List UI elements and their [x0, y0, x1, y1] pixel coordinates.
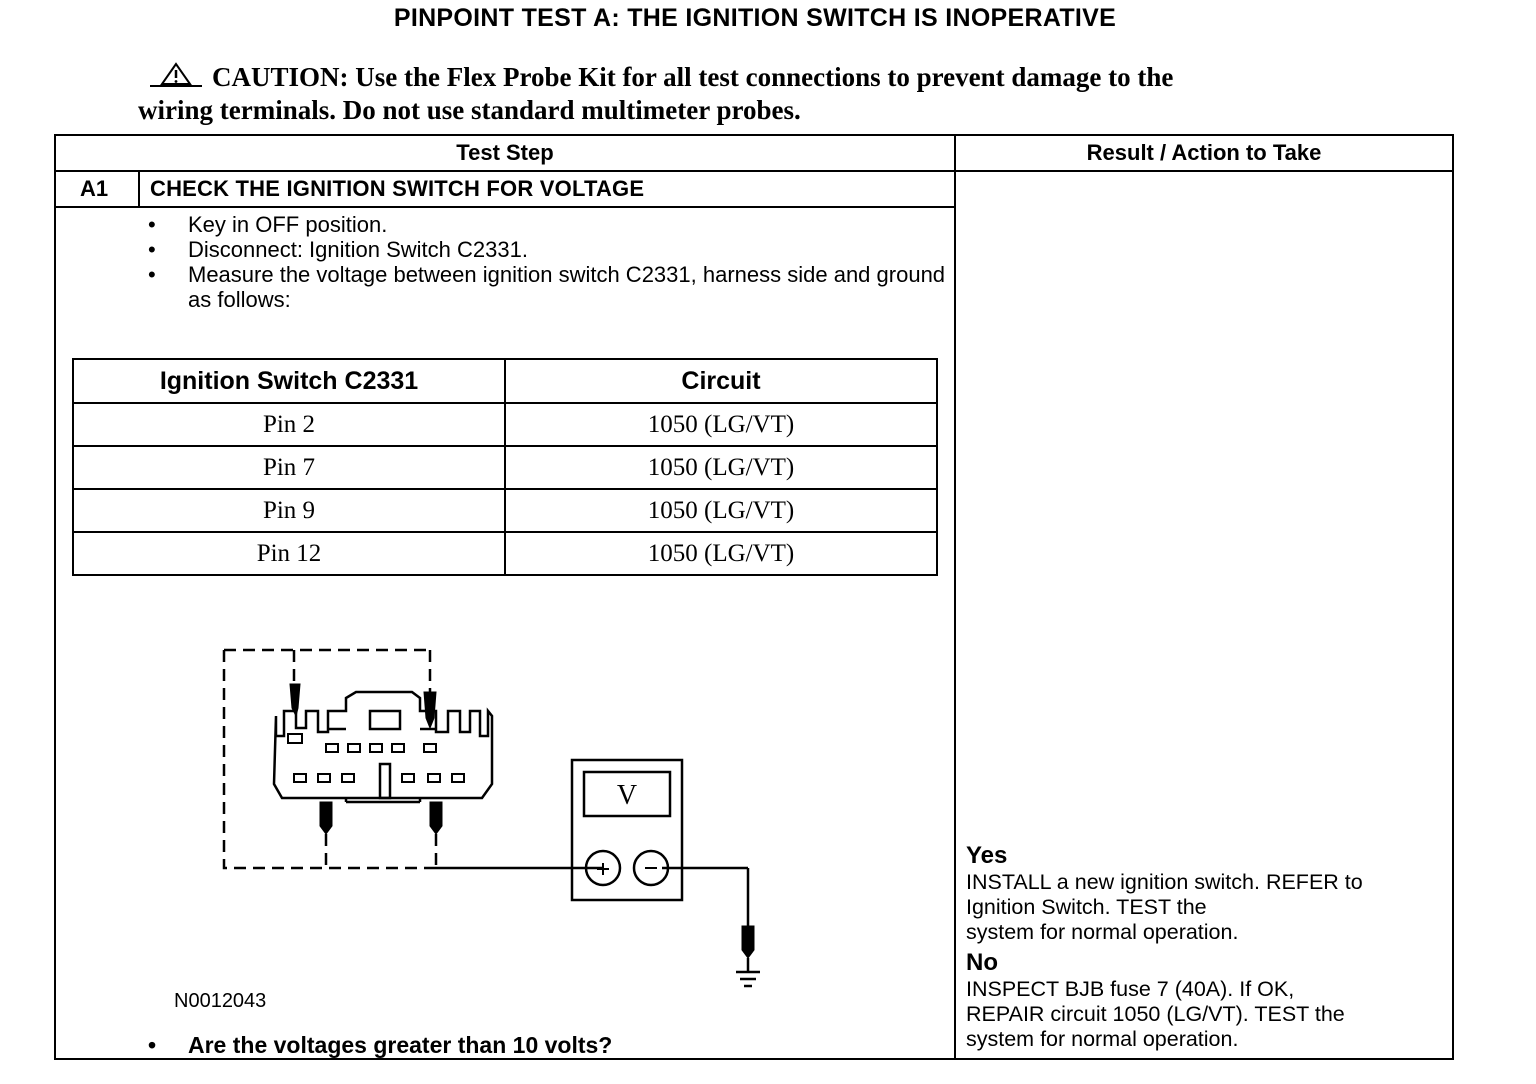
pin-cell: Pin 12	[72, 531, 506, 576]
question-text: Are the voltages greater than 10 volts?	[188, 1032, 613, 1058]
column-header-connector: Ignition Switch C2331	[72, 358, 506, 404]
table-row: Pin 7 1050 (LG/VT)	[72, 445, 938, 490]
column-divider	[954, 136, 956, 1058]
circuit-cell: 1050 (LG/VT)	[504, 445, 938, 490]
yes-action-text: INSTALL a new ignition switch. REFER to …	[966, 870, 1363, 944]
ground-icon	[736, 958, 760, 988]
table-row: Pin 9 1050 (LG/VT)	[72, 488, 938, 533]
pin-cavities	[287, 733, 465, 783]
circuit-cell: 1050 (LG/VT)	[504, 488, 938, 533]
multimeter-icon	[570, 758, 684, 902]
instruction-item: Key in OFF position.	[146, 212, 968, 237]
header-test-step: Test Step	[456, 140, 554, 165]
step-instructions: Key in OFF position. Disconnect: Ignitio…	[146, 212, 968, 312]
test-table: Test Step Result / Action to Take A1 CHE…	[54, 134, 1454, 1060]
circuit-cell: 1050 (LG/VT)	[504, 531, 938, 576]
step-id: A1	[80, 176, 109, 201]
step-title: CHECK THE IGNITION SWITCH FOR VOLTAGE	[150, 176, 645, 201]
yes-label: Yes	[966, 842, 1008, 869]
header-divider	[56, 170, 1452, 172]
meter-display-label: V	[617, 780, 637, 811]
table-header-row: Ignition Switch C2331 Circuit	[72, 358, 938, 404]
no-action-text: INSPECT BJB fuse 7 (40A). If OK, REPAIR …	[966, 977, 1345, 1051]
table-row: Pin 2 1050 (LG/VT)	[72, 402, 938, 447]
probe-tips	[289, 683, 755, 959]
warning-triangle-icon	[148, 62, 204, 95]
pin-cell: Pin 7	[72, 445, 506, 490]
test-question: Are the voltages greater than 10 volts?	[146, 1032, 612, 1059]
harness-outline	[222, 648, 438, 870]
step-title-divider	[56, 206, 954, 208]
caution-line-1: CAUTION: Use the Flex Probe Kit for all …	[212, 62, 1174, 92]
caution-notice: CAUTION: Use the Flex Probe Kit for all …	[138, 62, 1378, 126]
column-header-circuit: Circuit	[504, 358, 938, 404]
page-title: PINPOINT TEST A: THE IGNITION SWITCH IS …	[393, 4, 1117, 32]
results-panel: Yes INSTALL a new ignition switch. REFER…	[966, 842, 1456, 1056]
pin-cell: Pin 2	[72, 402, 506, 447]
circuit-cell: 1050 (LG/VT)	[504, 402, 938, 447]
header-result-action: Result / Action to Take	[1086, 140, 1322, 165]
table-row: Pin 12 1050 (LG/VT)	[72, 531, 938, 576]
figure-id: N0012043	[174, 990, 267, 1012]
voltage-test-diagram: V	[222, 648, 760, 988]
pin-circuit-table: Ignition Switch C2331 Circuit Pin 2 1050…	[72, 358, 938, 576]
caution-line-2: wiring terminals. Do not use standard mu…	[138, 95, 801, 125]
instruction-item: Disconnect: Ignition Switch C2331.	[146, 237, 968, 262]
meter-leads	[436, 866, 750, 936]
pin-cell: Pin 9	[72, 488, 506, 533]
instruction-item: Measure the voltage between ignition swi…	[146, 262, 968, 312]
no-label: No	[966, 949, 998, 976]
step-id-divider	[138, 170, 140, 206]
